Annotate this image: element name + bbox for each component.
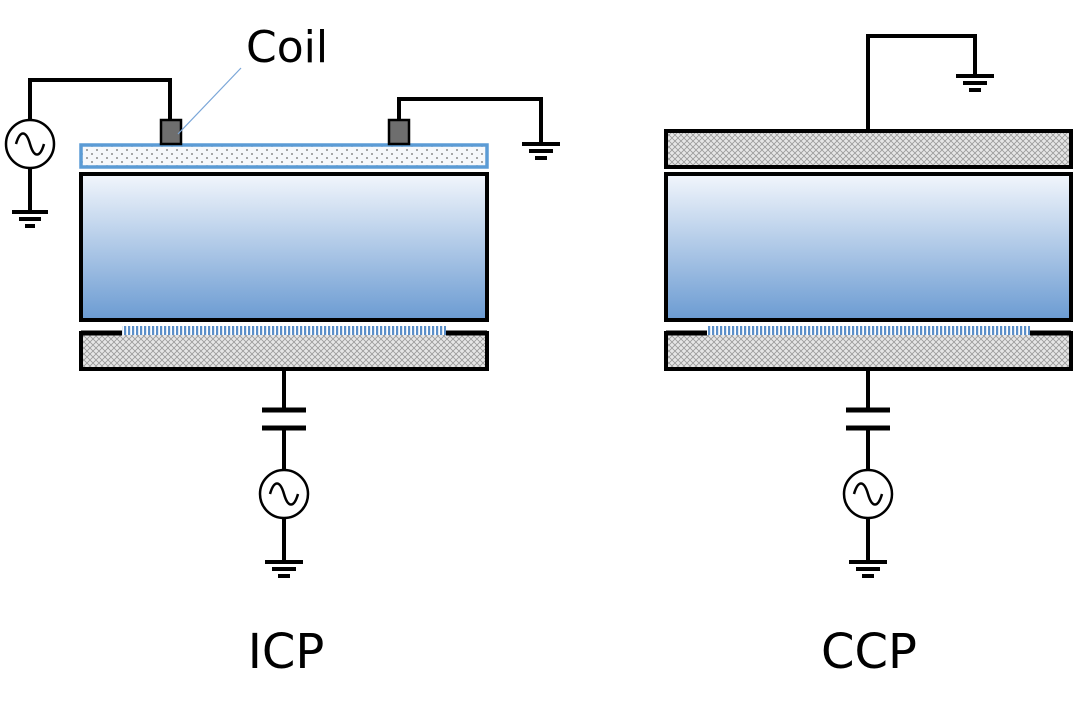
coil-label: Coil: [246, 22, 328, 73]
coil-terminal-right: [387, 118, 411, 146]
ac-source-icon: [842, 468, 894, 520]
coil-leader-line: [177, 67, 242, 135]
ccp-bias-circuit: [842, 371, 894, 578]
icp-plasma-chamber: [79, 172, 489, 322]
icp-coil-ground-circuit: [397, 97, 560, 160]
coil-terminal-left: [159, 118, 183, 146]
ground-icon: [956, 74, 994, 92]
ccp-reactor: CCP: [664, 34, 1073, 680]
ac-source-icon: [4, 118, 56, 170]
ccp-bottom-electrode: [664, 331, 1073, 371]
ccp-wafer: [707, 326, 1030, 335]
ground-icon: [265, 560, 303, 578]
icp-coil-rf-source-circuit: [4, 78, 172, 228]
ground-icon: [849, 560, 887, 578]
ccp-label: CCP: [821, 624, 917, 680]
ccp-top-ground-circuit: [866, 34, 994, 131]
icp-bottom-electrode: [79, 331, 489, 371]
ccp-top-electrode: [664, 129, 1073, 169]
ac-source-icon: [258, 468, 310, 520]
ground-icon: [522, 142, 560, 160]
capacitor-icon: [262, 407, 306, 431]
icp-wafer: [122, 326, 446, 335]
icp-reactor: Coil ICP: [4, 22, 560, 680]
capacitor-icon: [846, 407, 890, 431]
icp-coil-window: [79, 143, 489, 169]
ground-icon: [12, 210, 48, 228]
icp-bias-circuit: [258, 371, 310, 578]
icp-label: ICP: [248, 624, 325, 680]
ccp-plasma-chamber: [664, 172, 1073, 322]
